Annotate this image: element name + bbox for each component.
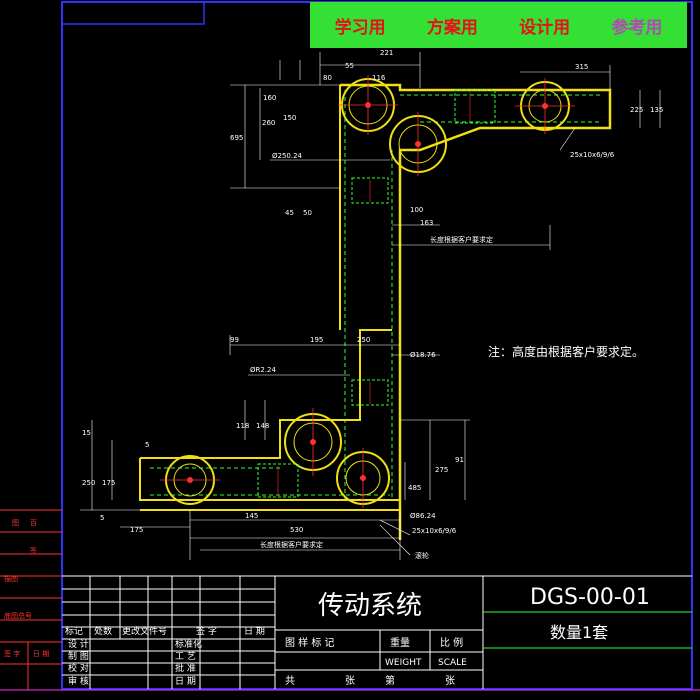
dim-mid-v2: 148 — [256, 422, 269, 430]
side-label-6: 日 期 — [33, 650, 49, 658]
sheet-label-1: 共 — [285, 675, 295, 687]
weight-label: WEIGHT — [385, 658, 422, 668]
dim-spacing-2: 50 — [303, 209, 312, 217]
dim-bh2-1: 145 — [245, 512, 258, 520]
bottom-part-label: 滚轮 — [415, 551, 429, 560]
conveyor-upper — [338, 75, 612, 540]
dim-mid-label: 长度根据客户要求定 — [430, 235, 493, 244]
mid-label-1: 标准化 — [175, 638, 202, 650]
table-header-2: 重量 — [390, 636, 410, 649]
row-label-1: 设 计 — [68, 638, 89, 650]
side-label-4: 底图总号 — [4, 611, 32, 620]
rev-label-1: 标记 — [65, 625, 83, 637]
dim-bottom-h1: 99 — [230, 336, 239, 344]
side-label-3: 描图 — [4, 574, 18, 583]
dim-bottom-h2: 195 — [310, 336, 323, 344]
dim-bl-4: 175 — [102, 479, 115, 487]
dim-bottom-label: 长度根据客户要求定 — [260, 540, 323, 549]
dim-left-2: 260 — [262, 119, 275, 127]
banner-scheme: 方案用 — [426, 17, 478, 38]
dim-bl-3: 250 — [82, 479, 95, 487]
chain-label-bottom: 25x10x6/9/6 — [412, 527, 457, 535]
quantity: 数量1套 — [550, 623, 608, 642]
note-text: 注：高度由根据客户要求定。 — [488, 344, 644, 359]
scale-label: SCALE — [438, 658, 467, 668]
drawing-title: 传动系统 — [318, 591, 422, 621]
dim-diameter-mid: ØR2.24 — [250, 366, 277, 374]
side-label-1b: 百 — [30, 519, 37, 527]
side-label-1: 图 — [12, 519, 19, 527]
rev-label-5: 日 期 — [244, 626, 265, 637]
drawing-number: DGS-00-01 — [530, 585, 650, 610]
mid-label-2: 工 艺 — [175, 651, 196, 662]
dim-left-4: 695 — [230, 134, 243, 142]
row-label-2: 制 图 — [68, 650, 89, 662]
row-label-3: 校 对 — [68, 662, 89, 674]
leader-lines — [379, 127, 576, 556]
dimension-lines — [80, 52, 661, 560]
dim-br-3: 485 — [408, 484, 421, 492]
dim-top-1: 55 — [345, 62, 354, 70]
dim-bh2-2: 530 — [290, 526, 303, 534]
rev-label-3: 更改文件号 — [122, 625, 167, 637]
dim-top-4: 116 — [372, 74, 386, 82]
chain-label-top: 25x10x6/9/6 — [570, 151, 615, 159]
dim-top-2: 221 — [380, 49, 393, 57]
dim-bottom-h3: 250 — [357, 336, 370, 344]
sheet-label-2: 张 — [345, 675, 355, 687]
dim-left-1: 160 — [263, 94, 276, 102]
dim-mid-right: Ø18.76 — [410, 351, 436, 359]
dim-top-right: 315 — [575, 63, 588, 71]
side-stamp-table: 图 百 签 描图 底图总号 签 字 日 期 — [0, 509, 62, 690]
table-header-1: 图 样 标 记 — [285, 636, 335, 649]
dim-mid-v1: 118 — [236, 422, 249, 430]
dim-diameter-top: Ø250.24 — [272, 152, 303, 160]
dim-bl-2: 5 — [145, 441, 149, 449]
dim-top-3: 80 — [323, 74, 332, 82]
sheet-label-4: 张 — [445, 675, 455, 687]
rev-label-2: 处数 — [94, 625, 112, 637]
dim-br-2: 275 — [435, 466, 448, 474]
usage-banner: 学习用 方案用 设计用 参考用 — [310, 2, 687, 48]
title-block-green-lines — [483, 611, 692, 649]
dim-mid-2: 163 — [420, 219, 433, 227]
rev-label-4: 签 字 — [196, 625, 217, 637]
dim-left-3: 150 — [283, 114, 296, 122]
dim-right-1: 225 — [630, 106, 643, 114]
mid-label-4: 日 期 — [175, 676, 196, 687]
dim-bl-1: 15 — [82, 429, 91, 437]
dim-br-4: Ø86.24 — [410, 512, 436, 520]
mid-label-3: 批 准 — [175, 662, 196, 674]
side-label-5: 签 字 — [4, 649, 20, 658]
banner-reference: 参考用 — [611, 17, 663, 38]
conveyor-lower — [139, 329, 401, 511]
dim-br-1: 91 — [455, 456, 464, 464]
dim-bl-5: 5 — [100, 514, 104, 522]
dim-right-2: 135 — [650, 106, 663, 114]
top-left-box — [61, 1, 205, 25]
sheet-label-3: 第 — [385, 674, 395, 687]
table-header-3: 比 例 — [440, 636, 463, 649]
dim-mid-1: 100 — [410, 206, 423, 214]
dim-bl-6: 175 — [130, 526, 143, 534]
banner-study: 学习用 — [334, 17, 386, 38]
row-label-4: 审 核 — [68, 675, 89, 687]
banner-design: 设计用 — [519, 17, 571, 38]
side-label-2: 签 — [30, 546, 37, 555]
dim-spacing-1: 45 — [285, 209, 294, 217]
